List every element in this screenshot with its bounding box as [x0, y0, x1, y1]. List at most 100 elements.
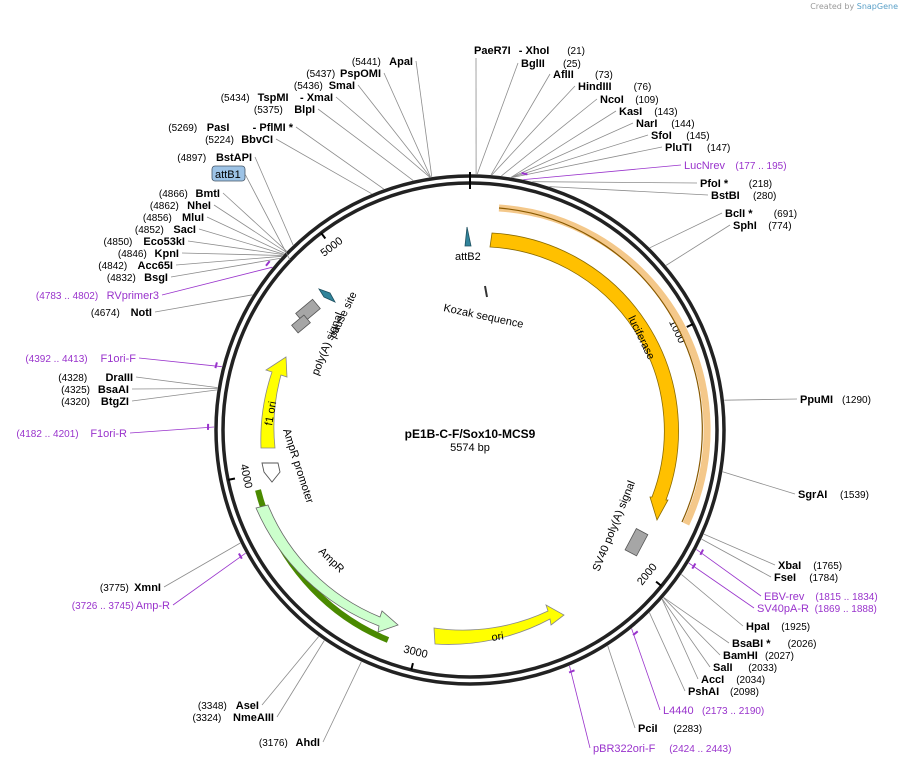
- site-label[interactable]: (4862)NheI: [150, 200, 211, 212]
- site-label[interactable]: PfoI *(218): [700, 178, 772, 190]
- enzyme-name: SmaI: [329, 80, 355, 92]
- site-label[interactable]: AccI(2034): [701, 674, 765, 686]
- site-label[interactable]: (4674)NotI: [91, 307, 152, 319]
- polya-feature-part[interactable]: [291, 314, 311, 334]
- site-position: (143): [654, 107, 677, 118]
- site-label[interactable]: BamHI(2027): [723, 650, 794, 662]
- site-label[interactable]: BstBI(280): [711, 190, 776, 202]
- kozak-feature[interactable]: [484, 285, 488, 298]
- tick-mark: [655, 580, 663, 587]
- site-label[interactable]: (4850)Eco53kI: [103, 236, 185, 248]
- luciferase-feature-outline[interactable]: [498, 204, 711, 526]
- site-position: (147): [707, 143, 730, 154]
- site-label[interactable]: SgrAI(1539): [798, 489, 869, 501]
- primer-label[interactable]: LucNrev(177 .. 195): [684, 160, 787, 172]
- primer-label[interactable]: L4440(2173 .. 2190): [663, 705, 764, 717]
- site-leader-line: [198, 228, 285, 255]
- site-label[interactable]: PciI(2283): [638, 723, 702, 735]
- site-label[interactable]: (3176)AhdI: [259, 737, 320, 749]
- site-label[interactable]: SphI(774): [733, 220, 792, 232]
- primer-name: L4440: [663, 705, 694, 717]
- site-position: (2283): [673, 724, 702, 735]
- ampr-promoter-arrow[interactable]: [261, 462, 281, 483]
- site-position: (21): [567, 46, 585, 57]
- site-leader-line: [549, 186, 709, 196]
- primer-name: F1ori-R: [90, 428, 127, 440]
- site-label[interactable]: BglII(25): [521, 58, 581, 70]
- site-label[interactable]: SalI(2033): [713, 662, 777, 674]
- site-label[interactable]: PaeR7I- XhoI(21): [474, 45, 585, 57]
- site-label[interactable]: (5224)BbvCI: [205, 134, 273, 146]
- site-label[interactable]: (3324)NmeAIII: [192, 712, 274, 724]
- site-label[interactable]: (5441)ApaI: [352, 56, 413, 68]
- enzyme-name: PspOMI: [340, 68, 381, 80]
- site-label[interactable]: (4842)Acc65I: [98, 260, 173, 272]
- ori-arrow[interactable]: [433, 604, 565, 645]
- site-label[interactable]: (4325)BsaAI: [61, 384, 129, 396]
- site-label[interactable]: PluTI(147): [665, 142, 730, 154]
- primer-label[interactable]: (3726 .. 3745)Amp-R: [72, 600, 170, 612]
- primer-label[interactable]: SV40pA-R(1869 .. 1888): [757, 603, 877, 615]
- site-position: (2026): [788, 639, 817, 650]
- site-label[interactable]: (4832)BsgI: [107, 272, 168, 284]
- enzyme-name: BlpI: [294, 104, 315, 116]
- site-label[interactable]: (5437)PspOMI: [306, 68, 381, 80]
- site-leader-line: [415, 60, 433, 177]
- ori-label: ori: [491, 630, 505, 644]
- site-label[interactable]: FseI(1784): [774, 572, 838, 584]
- site-label[interactable]: NcoI(109): [600, 94, 659, 106]
- sv40-polya-feature[interactable]: [624, 528, 649, 557]
- site-leader-line: [131, 389, 218, 402]
- site-position: (4832): [107, 273, 136, 284]
- site-label[interactable]: (3775)XmnI: [100, 582, 161, 594]
- primer-label[interactable]: pBR322ori-F(2424 .. 2443): [593, 743, 731, 755]
- site-label[interactable]: PshAI(2098): [688, 686, 759, 698]
- site-label[interactable]: (5375)BlpI: [254, 104, 315, 116]
- primer-label[interactable]: (4783 .. 4802)RVprimer3: [36, 290, 159, 302]
- site-label[interactable]: (4852)SacI: [135, 224, 196, 236]
- site-position: (3348): [198, 701, 227, 712]
- site-label[interactable]: XbaI(1765): [778, 560, 842, 572]
- enzyme-name: MluI: [182, 212, 204, 224]
- site-position: (76): [634, 82, 652, 93]
- site-label[interactable]: BsaBI *(2026): [732, 638, 817, 650]
- site-label[interactable]: HpaI(1925): [746, 621, 810, 633]
- site-position: (1784): [809, 573, 838, 584]
- attb2-feature[interactable]: [464, 226, 472, 247]
- site-leader-line: [317, 108, 414, 181]
- enzyme-name: XmnI: [134, 582, 161, 594]
- luciferase-arrow[interactable]: [489, 232, 679, 522]
- ampr-arrow[interactable]: [255, 504, 399, 633]
- site-label[interactable]: (5436)SmaI: [294, 80, 355, 92]
- primer-label[interactable]: EBV-rev(1815 .. 1834): [764, 591, 878, 603]
- site-leader-line: [724, 398, 798, 401]
- site-position: (4328): [58, 373, 87, 384]
- primer-label[interactable]: (4392 .. 4413)F1ori-F: [25, 353, 136, 365]
- attb1-box[interactable]: attB1: [211, 165, 246, 182]
- primer-label[interactable]: (4182 .. 4201)F1ori-R: [16, 428, 127, 440]
- site-position: (4866): [159, 189, 188, 200]
- site-label[interactable]: (4328)DraIII: [58, 372, 133, 384]
- site-label[interactable]: BclI *(691): [725, 208, 797, 220]
- enzyme-name: NheI: [187, 200, 211, 212]
- site-label[interactable]: (4897)BstAPI: [177, 152, 252, 164]
- site-label[interactable]: (5434)TspMI- XmaI: [221, 92, 333, 104]
- f1-ori-arrow[interactable]: [260, 356, 288, 449]
- site-label[interactable]: (4846)KpnI: [118, 248, 179, 260]
- site-label[interactable]: AflII(73): [553, 69, 613, 81]
- tick-label: 3000: [402, 644, 429, 661]
- site-label[interactable]: (3348)AseI: [198, 700, 259, 712]
- site-label[interactable]: (4866)BmtI: [159, 188, 220, 200]
- site-label[interactable]: SfoI(145): [651, 130, 710, 142]
- site-label[interactable]: NarI(144): [636, 118, 695, 130]
- pause-site-feature[interactable]: [318, 288, 336, 303]
- enzyme-name: AflII: [553, 69, 574, 81]
- site-label[interactable]: HindIII(76): [578, 81, 651, 93]
- site-label[interactable]: (5269)PasI- PflMI *: [168, 122, 293, 134]
- primer-name: EBV-rev: [764, 591, 805, 603]
- site-label[interactable]: (4320)BtgZI: [61, 396, 129, 408]
- site-label[interactable]: (4856)MluI: [143, 212, 204, 224]
- primer-binding-mark: [691, 562, 697, 570]
- site-label[interactable]: KasI(143): [619, 106, 678, 118]
- site-label[interactable]: PpuMI(1290): [800, 394, 871, 406]
